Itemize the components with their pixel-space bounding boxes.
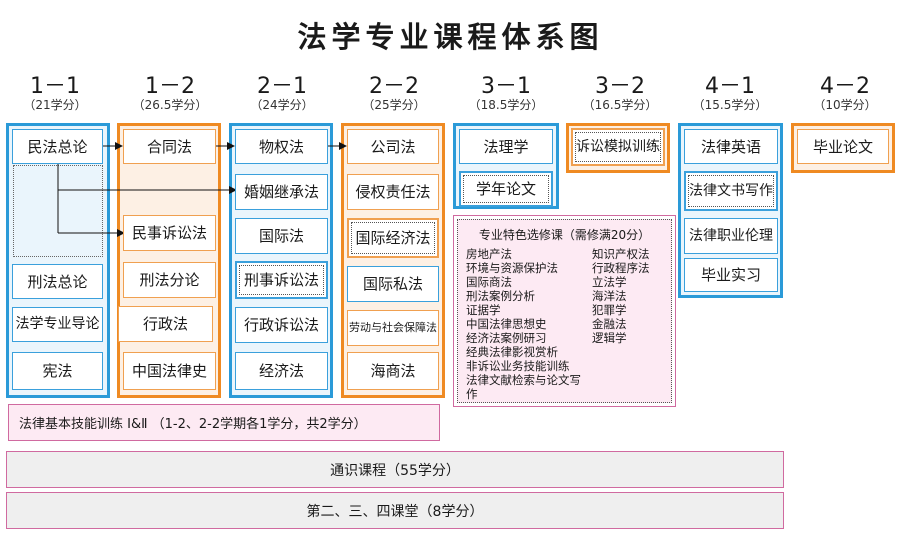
semester-credits-4-1: （15.5学分） <box>692 98 768 112</box>
course-guoji-jingjifa: 国际经济法 <box>351 222 435 254</box>
course-xingzheng-susongfa: 行政诉讼法 <box>235 307 328 343</box>
course-biye-shixi: 毕业实习 <box>684 258 778 292</box>
course-minshi-susongfa: 民事诉讼法 <box>123 215 216 251</box>
semester-credits-1-1: （21学分） <box>23 98 87 112</box>
course-hunyin-jichengfa: 婚姻继承法 <box>235 174 328 210</box>
course-guojifa: 国际法 <box>235 218 328 254</box>
course-xingshi-susongfa: 刑事诉讼法 <box>239 265 324 295</box>
semester-credits-4-2: （10学分） <box>813 98 877 112</box>
course-qinquan-zerenfa: 侵权责任法 <box>347 174 439 210</box>
course-hetongfa: 合同法 <box>123 129 216 164</box>
course-faxue-daolun: 法学专业导论 <box>12 307 103 342</box>
course-xingfa-fenlun: 刑法分论 <box>123 262 216 298</box>
course-falixue: 法理学 <box>459 129 553 164</box>
elective-item: 逻辑学 <box>592 331 627 345</box>
electives-list: 房地产法 知识产权法环境与资源保护法 行政程序法国际商法 立法学刑法案例分析 海洋法证据… <box>466 247 663 401</box>
elective-item: 金融法 <box>592 317 627 331</box>
semester-label-2-2: 2－2 <box>369 74 419 99</box>
course-xingshi-susongfa-box: 刑事诉讼法 <box>235 261 328 299</box>
semester-credits-2-1: （24学分） <box>250 98 314 112</box>
semester-label-1-2: 1－2 <box>145 74 195 99</box>
elective-item: 房地产法 <box>466 247 512 261</box>
course-guoji-sifa: 国际私法 <box>347 266 439 302</box>
elective-item: 环境与资源保护法 <box>466 261 558 275</box>
electives-inner: 专业特色选修课（需修满20分） 房地产法 知识产权法环境与资源保护法 行政程序法国际… <box>457 219 672 403</box>
elective-item: 法律文献检索与论文写作 <box>466 373 581 401</box>
elective-item: 国际商法 <box>466 275 512 289</box>
semester-label-1-1: 1－1 <box>30 74 80 99</box>
skill-training-bar: 法律基本技能训练 Ⅰ&Ⅱ （1-2、2-2学期各1学分，共2学分） <box>8 404 440 441</box>
semester-label-4-2: 4－2 <box>820 74 870 99</box>
second-classroom-bar: 第二、三、四课堂（8学分） <box>6 492 784 529</box>
course-falv-wenshu-xiezuo-box: 法律文书写作 <box>684 171 778 211</box>
semester-credits-2-2: （25学分） <box>362 98 426 112</box>
course-falv-zhiye-lunli: 法律职业伦理 <box>684 218 778 254</box>
elective-item: 经典法律影视赏析 <box>466 345 558 359</box>
electives-title: 专业特色选修课（需修满20分） <box>478 228 651 242</box>
course-xuenian-lunwen-box: 学年论文 <box>459 171 553 207</box>
course-falv-wenshu-xiezuo: 法律文书写作 <box>688 175 774 207</box>
elective-item <box>592 373 663 401</box>
elective-item: 非诉讼业务技能训练 <box>466 359 570 373</box>
elective-item: 中国法律思想史 <box>466 317 547 331</box>
course-falv-yingyu: 法律英语 <box>684 129 778 164</box>
semester-credits-1-2: （26.5学分） <box>132 98 208 112</box>
semester-credits-3-2: （16.5学分） <box>582 98 658 112</box>
elective-item: 证据学 <box>466 303 501 317</box>
elective-item: 海洋法 <box>592 289 627 303</box>
course-susong-moni-xunlian: 诉讼模拟训练 <box>575 132 661 162</box>
electives-panel: 专业特色选修课（需修满20分） 房地产法 知识产权法环境与资源保护法 行政程序法国际… <box>453 215 676 407</box>
course-biye-lunwen: 毕业论文 <box>797 129 889 164</box>
course-guoji-jingjifa-box: 国际经济法 <box>347 218 439 258</box>
course-wuquanfa: 物权法 <box>235 129 328 164</box>
semester-label-4-1: 4－1 <box>705 74 755 99</box>
semester-label-3-2: 3－2 <box>595 74 645 99</box>
semester-label-2-1: 2－1 <box>257 74 307 99</box>
elective-item: 立法学 <box>592 275 627 289</box>
semester-credits-3-1: （18.5学分） <box>468 98 544 112</box>
course-laodong-shehui-baozhangfa: 劳动与社会保障法 <box>347 310 439 346</box>
course-minfa-zonglun: 民法总论 <box>12 129 103 164</box>
course-susong-moni-xunlian-box: 诉讼模拟训练 <box>571 128 665 166</box>
course-jingjifa: 经济法 <box>235 352 328 390</box>
semester-label-3-1: 3－1 <box>481 74 531 99</box>
general-courses-bar: 通识课程（55学分） <box>6 451 784 488</box>
course-gongsifa: 公司法 <box>347 129 439 164</box>
course-xingzhengfa: 行政法 <box>118 306 213 342</box>
elective-item: 经济法案例研习 <box>466 331 547 345</box>
course-xuenian-lunwen: 学年论文 <box>463 175 549 203</box>
diagram-title: 法学专业课程体系图 <box>297 20 604 54</box>
course-xingfa-zonglun: 刑法总论 <box>12 264 103 299</box>
elective-item <box>592 345 663 359</box>
course-xianfa: 宪法 <box>12 352 103 390</box>
elective-item: 刑法案例分析 <box>466 289 535 303</box>
elective-item: 犯罪学 <box>592 303 627 317</box>
elective-item <box>592 359 663 373</box>
course-haishangfa: 海商法 <box>347 352 439 390</box>
course-zhongguo-falvshi: 中国法律史 <box>123 352 216 390</box>
elective-item: 行政程序法 <box>592 261 650 275</box>
elective-item: 知识产权法 <box>592 247 650 261</box>
